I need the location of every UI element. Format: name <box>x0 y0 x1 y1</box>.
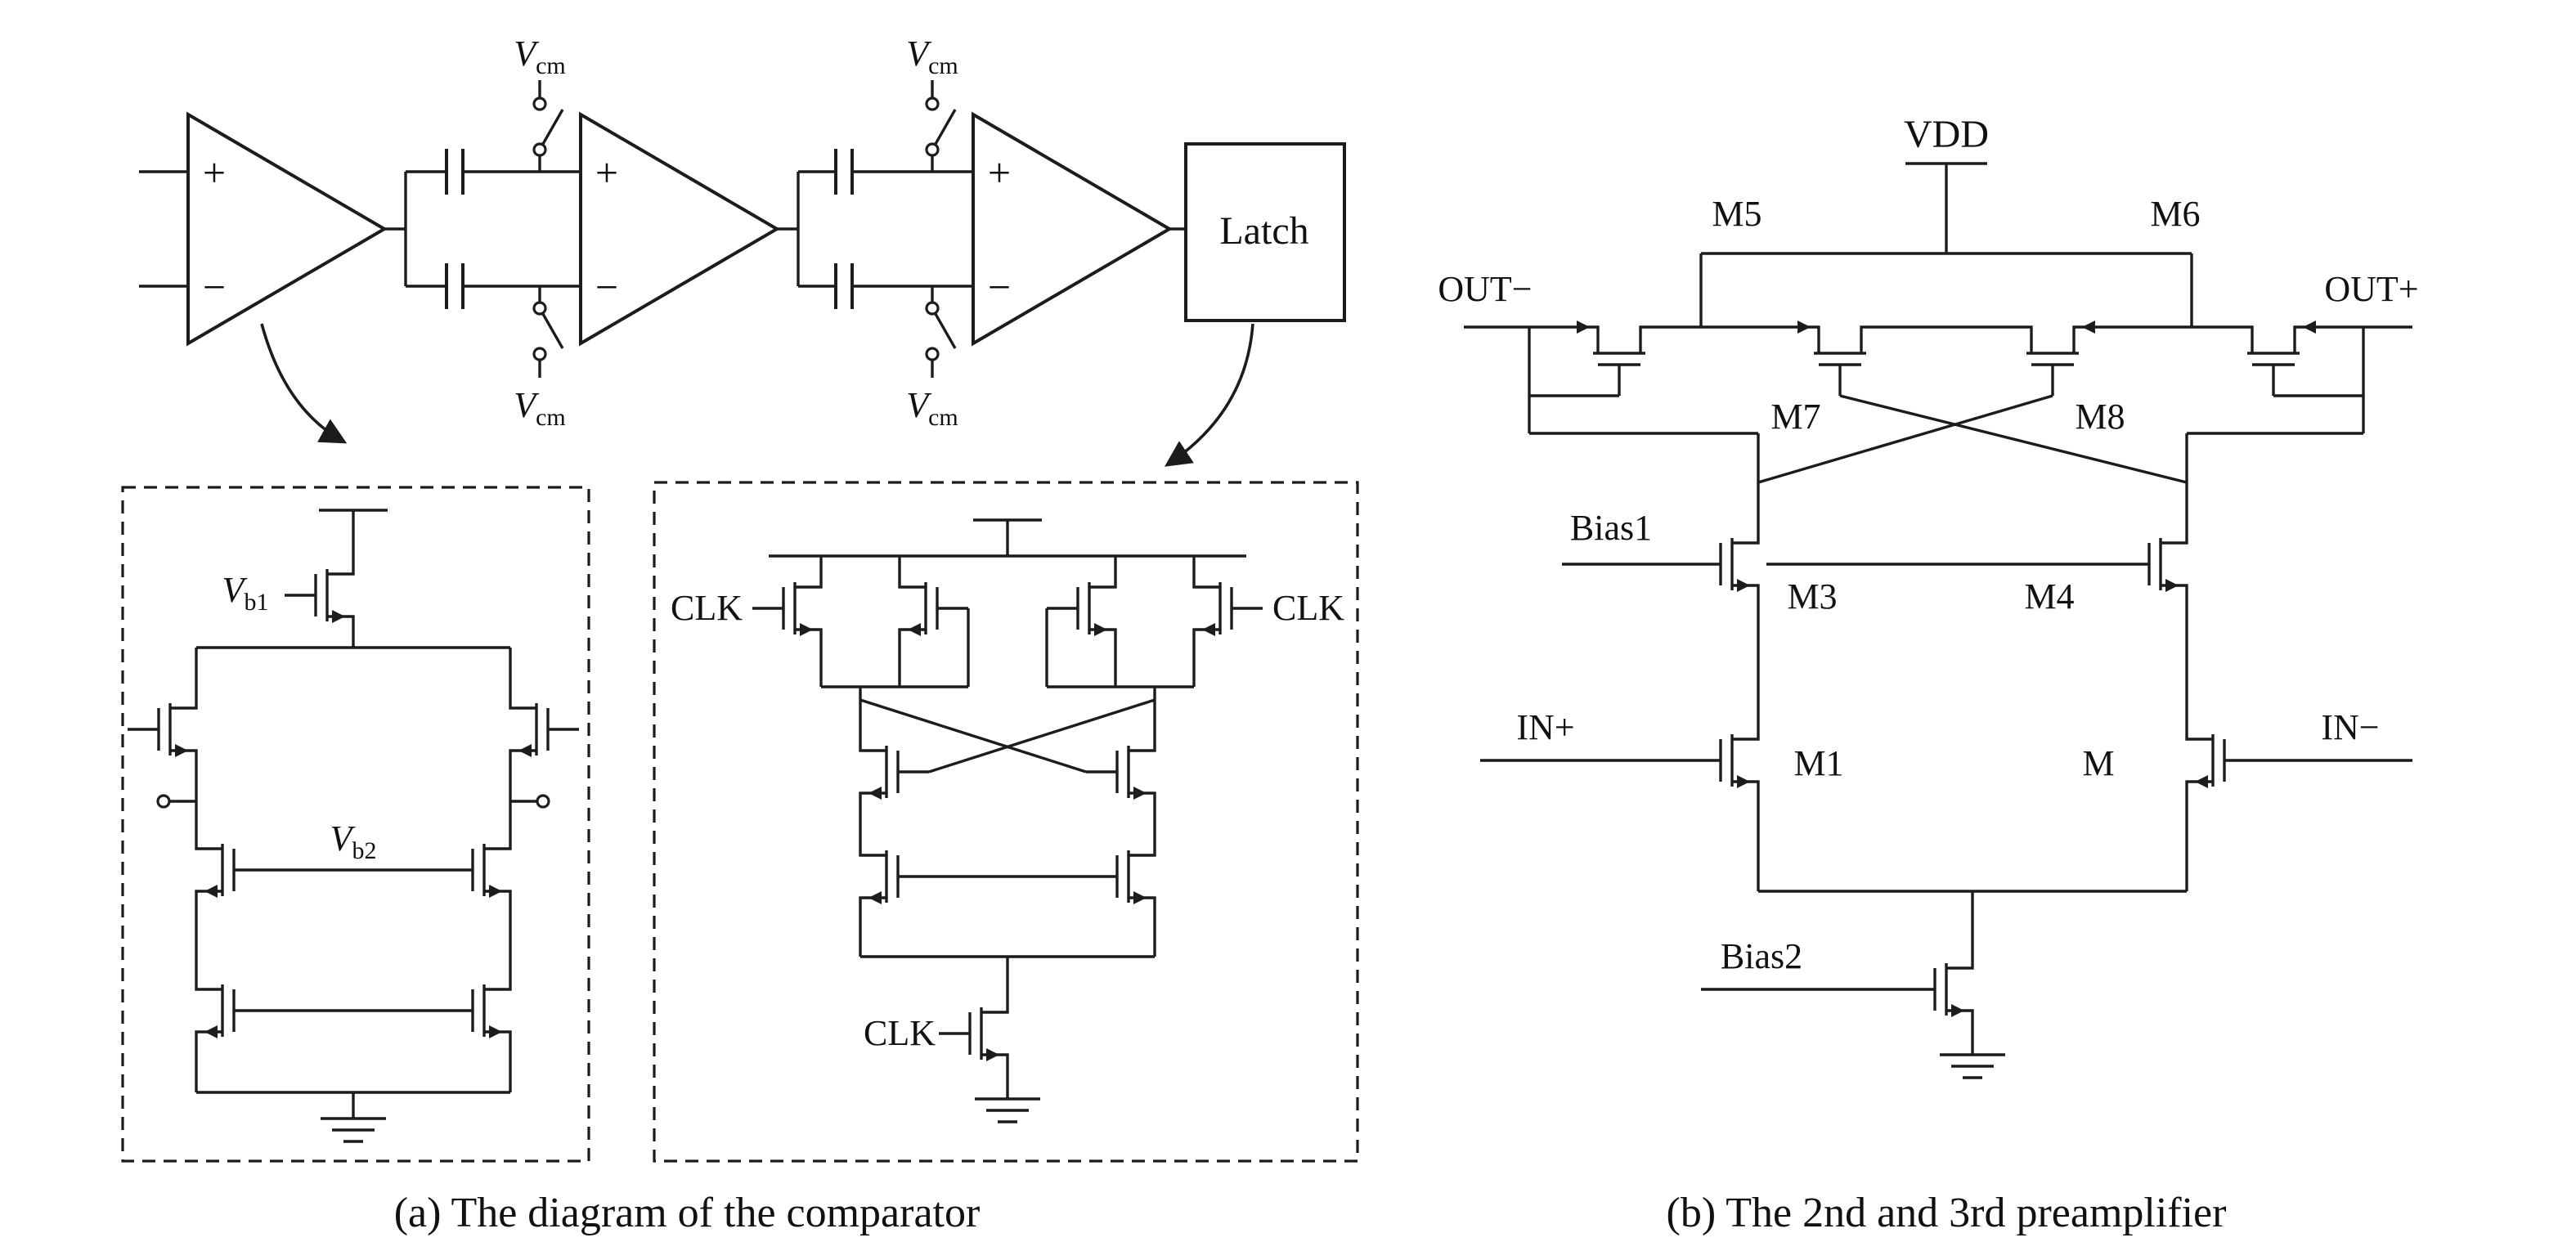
m3-label: M3 <box>1787 576 1837 617</box>
clk-label-tail: CLK <box>864 1013 936 1053</box>
input-transistor-left <box>126 675 198 783</box>
switch-nmos-left <box>859 823 931 930</box>
cascode-transistor-left <box>195 816 267 924</box>
pmos-m8 <box>1999 319 2107 397</box>
detail-arrow-right <box>1164 323 1254 467</box>
m5-label: M5 <box>1712 194 1761 234</box>
vcm-label: Vcm <box>514 385 566 431</box>
minus-input-label: − <box>988 264 1011 310</box>
tail-bias2-nmos <box>1902 935 1974 1043</box>
vdd-label: VDD <box>1904 113 1989 156</box>
caption-b: (b) The 2nd and 3rd preamplifier <box>1667 1190 2227 1236</box>
bias2-label: Bias2 <box>1721 936 1802 976</box>
vb2-label: Vb2 <box>330 818 377 864</box>
input-m2 <box>2185 706 2257 814</box>
pmos-m6 <box>2219 319 2327 397</box>
dashed-border <box>121 486 590 1163</box>
preamplifier-2nd-3rd: VDD OUT− OUT+ M5 M6 M7 M8 Bias1 M3 M4 IN… <box>1438 113 2419 1079</box>
vcm-switch <box>925 78 957 173</box>
m4-label: M4 <box>2024 576 2074 617</box>
cascode-m4 <box>2116 510 2188 618</box>
cross-coupled-nmos-right <box>1084 718 1156 826</box>
coupling-capacitor <box>834 262 854 311</box>
coupling-capacitor <box>445 262 464 311</box>
vcm-switch <box>925 285 957 379</box>
out-minus-label: OUT− <box>1438 269 1532 309</box>
input-transistor-right <box>509 675 581 783</box>
in-minus-label: IN− <box>2321 707 2379 747</box>
vcm-label: Vcm <box>906 385 958 431</box>
vcm-label: Vcm <box>514 34 566 79</box>
m6-label: M6 <box>2150 194 2200 234</box>
m7-label: M7 <box>1770 397 1820 437</box>
vcm-switch <box>532 78 564 173</box>
preamp-detail-wires <box>170 509 536 1105</box>
plus-input-label: + <box>203 150 226 195</box>
plus-input-label: + <box>988 150 1011 195</box>
cascode-transistor-right <box>440 816 512 924</box>
amp-triangle <box>972 111 1173 347</box>
cross-coupled-nmos-left <box>859 718 931 826</box>
latch-box <box>1184 142 1346 322</box>
vcm-switch <box>532 285 564 379</box>
caption-a: (a) The diagram of the comparator <box>394 1190 981 1236</box>
plus-input-label: + <box>595 150 618 195</box>
ground-symbol <box>1938 1040 2007 1079</box>
cascode-m3 <box>1688 510 1760 618</box>
bias1-label: Bias1 <box>1570 508 1652 548</box>
pmos-m5 <box>1565 319 1673 397</box>
ground-symbol <box>319 1104 388 1143</box>
latch-label: Latch <box>1219 209 1308 253</box>
precharge-pmos-left <box>898 554 970 662</box>
preamp-stage-3: + − <box>972 111 1173 347</box>
vb1-label: Vb1 <box>222 570 269 616</box>
load-transistor-left <box>195 957 267 1065</box>
ground-symbol <box>973 1084 1042 1123</box>
comparator-chain: + − + − + − Vcm Vcm Vcm Vcm Latch <box>139 34 1346 467</box>
preamp-stage-1: + − <box>186 111 388 347</box>
m8-label: M8 <box>2075 397 2125 437</box>
m2-label: M <box>2082 743 2114 783</box>
detail-arrow-left <box>260 323 348 444</box>
latch-block: Latch <box>1184 142 1346 322</box>
output-terminal-left <box>156 794 171 809</box>
coupling-capacitor <box>445 147 464 196</box>
amp-triangle <box>579 111 780 347</box>
m1-label: M1 <box>1793 743 1843 783</box>
preamp-detail-box: Vb1 Vb2 <box>121 486 590 1163</box>
minus-input-label: − <box>595 264 618 310</box>
clk-label-right: CLK <box>1272 588 1344 628</box>
precharge-pmos-right <box>1045 554 1117 662</box>
clk-tail-nmos <box>937 980 1009 1087</box>
minus-input-label: − <box>203 264 226 310</box>
output-terminal-right <box>536 794 550 809</box>
switch-nmos-right <box>1084 823 1156 930</box>
preamp23-wires <box>1464 162 2412 991</box>
vcm-label: Vcm <box>906 34 958 79</box>
pmos-m7 <box>1786 319 1894 397</box>
input-m1 <box>1688 706 1760 814</box>
latch-detail-box: CLK CLK CLK <box>653 481 1359 1163</box>
latch-detail-wires <box>769 518 1246 981</box>
dashed-border <box>653 481 1359 1163</box>
chain-wires <box>139 170 1186 288</box>
in-plus-label: IN+ <box>1516 707 1574 747</box>
coupling-capacitor <box>834 147 854 196</box>
amp-triangle <box>186 111 388 347</box>
clk-pmos-right <box>1192 554 1264 662</box>
load-transistor-right <box>440 957 512 1065</box>
out-plus-label: OUT+ <box>2324 269 2418 309</box>
preamp-stage-2: + − <box>579 111 780 347</box>
clk-pmos-left <box>751 554 823 662</box>
bias-pmos-vb1 <box>283 541 355 649</box>
clk-label-left: CLK <box>671 588 743 628</box>
